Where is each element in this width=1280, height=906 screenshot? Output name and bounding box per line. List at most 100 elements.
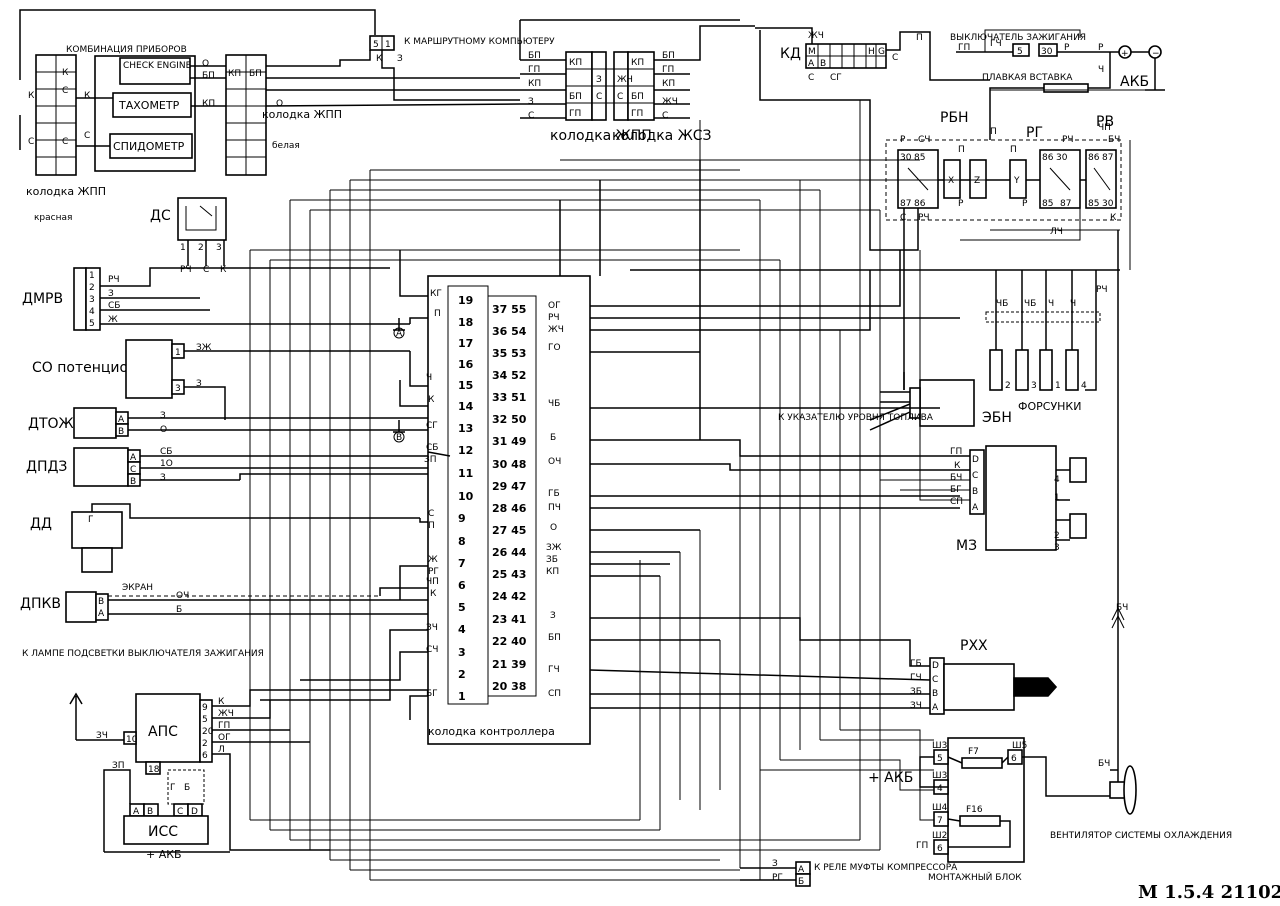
svg-text:А: А bbox=[808, 59, 815, 69]
svg-text:22 40: 22 40 bbox=[492, 635, 527, 648]
svg-text:1: 1 bbox=[180, 243, 186, 253]
svg-text:24 42: 24 42 bbox=[492, 590, 526, 603]
trip-computer-label: К МАРШРУТНОМУ КОМПЬЮТЕРУ bbox=[404, 37, 555, 47]
svg-text:10: 10 bbox=[126, 735, 138, 745]
svg-text:П: П bbox=[434, 309, 441, 319]
svg-text:5: 5 bbox=[1017, 47, 1023, 57]
svg-text:З: З bbox=[596, 75, 602, 85]
svg-text:РЧ: РЧ bbox=[1062, 135, 1074, 145]
injector-3: 3 bbox=[1015, 349, 1037, 391]
svg-text:З: З bbox=[160, 411, 166, 421]
svg-text:БП: БП bbox=[548, 633, 561, 643]
conn-zhpp-red-label: колодка ЖПП bbox=[26, 185, 106, 198]
svg-text:21 39: 21 39 bbox=[492, 658, 526, 671]
svg-text:15: 15 bbox=[458, 379, 473, 392]
sensor-dmrv: ДМРВ 123 45 РЧ З СБ Ж bbox=[22, 267, 410, 331]
svg-text:БГ: БГ bbox=[426, 689, 438, 699]
svg-text:К: К bbox=[954, 461, 961, 471]
svg-text:БП: БП bbox=[569, 92, 582, 102]
svg-text:−: − bbox=[1152, 49, 1160, 59]
svg-text:Н: Н bbox=[868, 47, 875, 57]
lamp-label: К ЛАМПЕ ПОДСВЕТКИ ВЫКЛЮЧАТЕЛЯ ЗАЖИГАНИЯ bbox=[22, 649, 264, 659]
svg-text:КП: КП bbox=[662, 79, 675, 89]
svg-text:З: З bbox=[550, 611, 556, 621]
svg-text:К: К bbox=[218, 697, 225, 707]
ignition-module: DC BA 14 23 МЗ ГП К БЧ БГ СП bbox=[950, 445, 1087, 554]
svg-text:ГЧ: ГЧ bbox=[990, 39, 1002, 49]
svg-text:БП: БП bbox=[662, 51, 675, 61]
fuse-link-label: ПЛАВКАЯ ВСТАВКА bbox=[982, 73, 1073, 83]
svg-text:Р: Р bbox=[900, 135, 906, 145]
fuel-pump: ЭБН К УКАЗАТЕЛЮ УРОВНЯ ТОПЛИВА bbox=[778, 372, 1012, 431]
sensor-co-pot: СО потенциометр 13 ЗЖЗ bbox=[32, 339, 410, 420]
cluster-title: КОМБИНАЦИЯ ПРИБОРОВ bbox=[66, 45, 187, 55]
svg-text:B: B bbox=[932, 689, 938, 699]
svg-text:87: 87 bbox=[1102, 153, 1113, 163]
controller-label: колодка контроллера bbox=[428, 725, 555, 738]
fuel-pump-label: ЭБН bbox=[982, 410, 1012, 426]
svg-text:2: 2 bbox=[198, 243, 204, 253]
iss-label: ИСС bbox=[148, 824, 178, 840]
svg-text:БП: БП bbox=[528, 51, 541, 61]
svg-text:БП: БП bbox=[249, 69, 262, 79]
conn-zhse-label: колодка ЖСЗ bbox=[612, 128, 712, 144]
svg-text:СГ: СГ bbox=[426, 421, 438, 431]
svg-text:З: З bbox=[772, 859, 778, 869]
svg-text:1: 1 bbox=[89, 271, 95, 281]
controller-pins-right: 37 55 36 54 35 53 34 52 33 51 32 50 31 4… bbox=[492, 303, 527, 693]
svg-text:A: A bbox=[396, 329, 403, 339]
svg-text:18: 18 bbox=[148, 765, 160, 775]
svg-text:A: A bbox=[932, 703, 939, 713]
wire-kp: КП bbox=[202, 99, 215, 109]
svg-text:6: 6 bbox=[202, 751, 208, 761]
svg-text:С: С bbox=[28, 137, 34, 147]
tachometer-box bbox=[112, 92, 192, 118]
svg-text:A: A bbox=[98, 609, 105, 619]
svg-text:D: D bbox=[932, 661, 939, 671]
controller-pins-left: 19 18 17 16 15 14 13 12 11 10 9 8 7 6 5 … bbox=[458, 294, 474, 703]
svg-text:Р: Р bbox=[958, 199, 964, 209]
svg-text:28 46: 28 46 bbox=[492, 502, 527, 515]
svg-text:3: 3 bbox=[1054, 543, 1060, 553]
connector-zhpp-red: КС С КС bbox=[28, 54, 77, 176]
svg-text:Р: Р bbox=[1064, 43, 1070, 53]
svg-text:19: 19 bbox=[458, 294, 473, 307]
svg-text:К: К bbox=[84, 91, 91, 101]
svg-text:A: A bbox=[118, 415, 125, 425]
sensor-dtozh-label: ДТОЖ bbox=[28, 416, 74, 432]
svg-text:З: З bbox=[108, 289, 114, 299]
svg-text:23 41: 23 41 bbox=[492, 613, 526, 626]
svg-text:ЛЧ: ЛЧ bbox=[1050, 227, 1063, 237]
svg-text:СГ: СГ bbox=[830, 73, 842, 83]
svg-text:ГП: ГП bbox=[916, 841, 928, 851]
svg-text:1: 1 bbox=[458, 690, 466, 703]
svg-text:20 38: 20 38 bbox=[492, 680, 526, 693]
svg-text:СБ: СБ bbox=[108, 301, 120, 311]
svg-text:БЧ: БЧ bbox=[950, 473, 962, 483]
svg-text:З: З bbox=[397, 54, 403, 64]
svg-text:В: В bbox=[147, 807, 153, 817]
check-engine-lamp bbox=[119, 57, 191, 85]
wire-o2: О bbox=[276, 99, 283, 109]
svg-text:С: С bbox=[177, 807, 183, 817]
idle-air-regulator: РХХ DC BA ГБ ГЧ ЗБ ЗЧ bbox=[910, 638, 1058, 715]
svg-text:ГЧ: ГЧ bbox=[910, 673, 922, 683]
svg-text:2: 2 bbox=[1054, 531, 1060, 541]
svg-text:Х: Х bbox=[948, 176, 954, 186]
svg-text:6: 6 bbox=[458, 579, 466, 592]
svg-text:С: С bbox=[596, 92, 602, 102]
svg-text:О: О bbox=[550, 523, 557, 533]
controller-connector: колодка контроллера bbox=[427, 275, 591, 745]
svg-text:3: 3 bbox=[175, 384, 181, 394]
svg-text:РЧ: РЧ bbox=[1096, 285, 1108, 295]
tachometer-label: ТАХОМЕТР bbox=[118, 99, 180, 112]
svg-text:1: 1 bbox=[1054, 493, 1060, 503]
svg-text:20: 20 bbox=[202, 727, 214, 737]
svg-text:ГО: ГО bbox=[548, 343, 561, 353]
svg-text:87: 87 bbox=[1060, 199, 1071, 209]
svg-text:ГБ: ГБ bbox=[548, 489, 560, 499]
